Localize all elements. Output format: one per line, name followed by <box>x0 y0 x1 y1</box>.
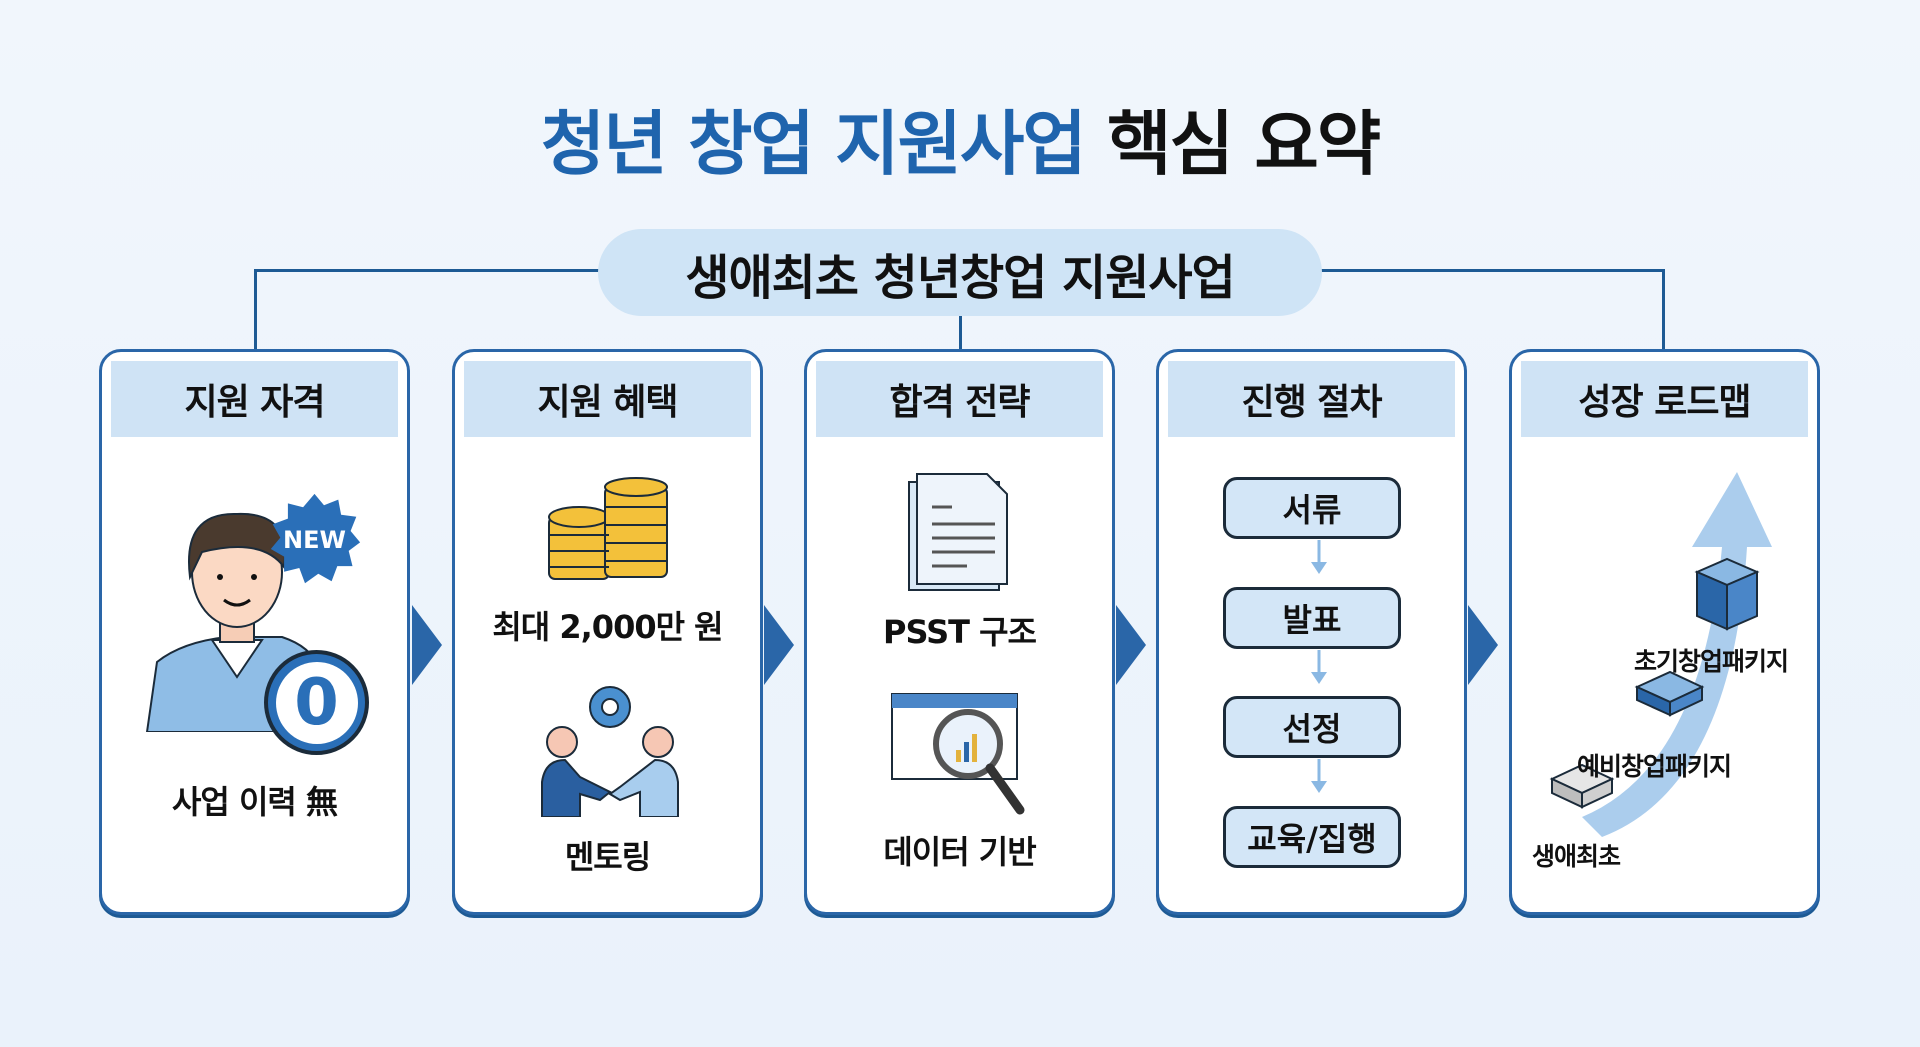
chevron-right-icon <box>1468 605 1498 685</box>
card-header: 성장 로드맵 <box>1521 361 1808 437</box>
step-selection: 선정 <box>1223 696 1401 758</box>
connector-center <box>959 300 962 351</box>
coins-icon <box>548 477 668 580</box>
step-education: 교육/집행 <box>1223 806 1401 868</box>
new-badge-label: NEW <box>283 526 346 554</box>
root-node: 생애최초 청년창업 지원사업 <box>598 229 1322 316</box>
new-badge-icon <box>270 493 361 584</box>
card-header: 지원 자격 <box>111 361 398 437</box>
growth-arrow-icon <box>1549 472 1772 837</box>
stage-early-startup: 초기창업패키지 <box>1634 647 1789 676</box>
zero-badge: 0 <box>264 650 369 755</box>
stage-first-time: 생애최초 <box>1532 842 1621 871</box>
connector-left <box>254 269 257 351</box>
document-icon <box>908 473 1008 591</box>
card-benefits: 지원 혜택 최대 2,000만 원 멘토링 <box>452 349 763 915</box>
data-analysis-icon <box>891 693 1025 815</box>
chevron-right-icon <box>764 605 794 685</box>
card-strategy: 합격 전략 PSST 구조 데이터 기반 <box>804 349 1115 915</box>
mentoring-label: 멘토링 <box>564 838 651 876</box>
card-process: 진행 절차 서류 발표 선정 교육/집행 <box>1156 349 1467 915</box>
step-documents: 서류 <box>1223 477 1401 539</box>
funding-label: 최대 2,000만 원 <box>492 608 723 646</box>
eligibility-label: 사업 이력 無 <box>171 783 338 821</box>
step-presentation: 발표 <box>1223 587 1401 649</box>
page-title: 청년 창업 지원사업 핵심 요약 <box>540 103 1381 185</box>
card-header: 합격 전략 <box>816 361 1103 437</box>
chevron-right-icon <box>1116 605 1146 685</box>
card-header: 지원 혜택 <box>464 361 751 437</box>
mentoring-icon <box>541 686 679 817</box>
data-label: 데이터 기반 <box>883 833 1036 871</box>
card-roadmap: 성장 로드맵 생애최초 예비창업패키지 초기창업패키지 <box>1509 349 1820 915</box>
connector-right <box>1662 269 1665 351</box>
arrow-down-icon <box>1311 540 1327 574</box>
arrow-down-icon <box>1311 759 1327 793</box>
stage-pre-startup: 예비창업패키지 <box>1577 752 1732 781</box>
psst-label: PSST 구조 <box>883 613 1037 651</box>
card-header: 진행 절차 <box>1168 361 1455 437</box>
arrow-down-icon <box>1311 650 1327 684</box>
chevron-right-icon <box>412 605 442 685</box>
card-eligibility: 지원 자격 NEW 0 사업 이력 無 <box>99 349 410 915</box>
